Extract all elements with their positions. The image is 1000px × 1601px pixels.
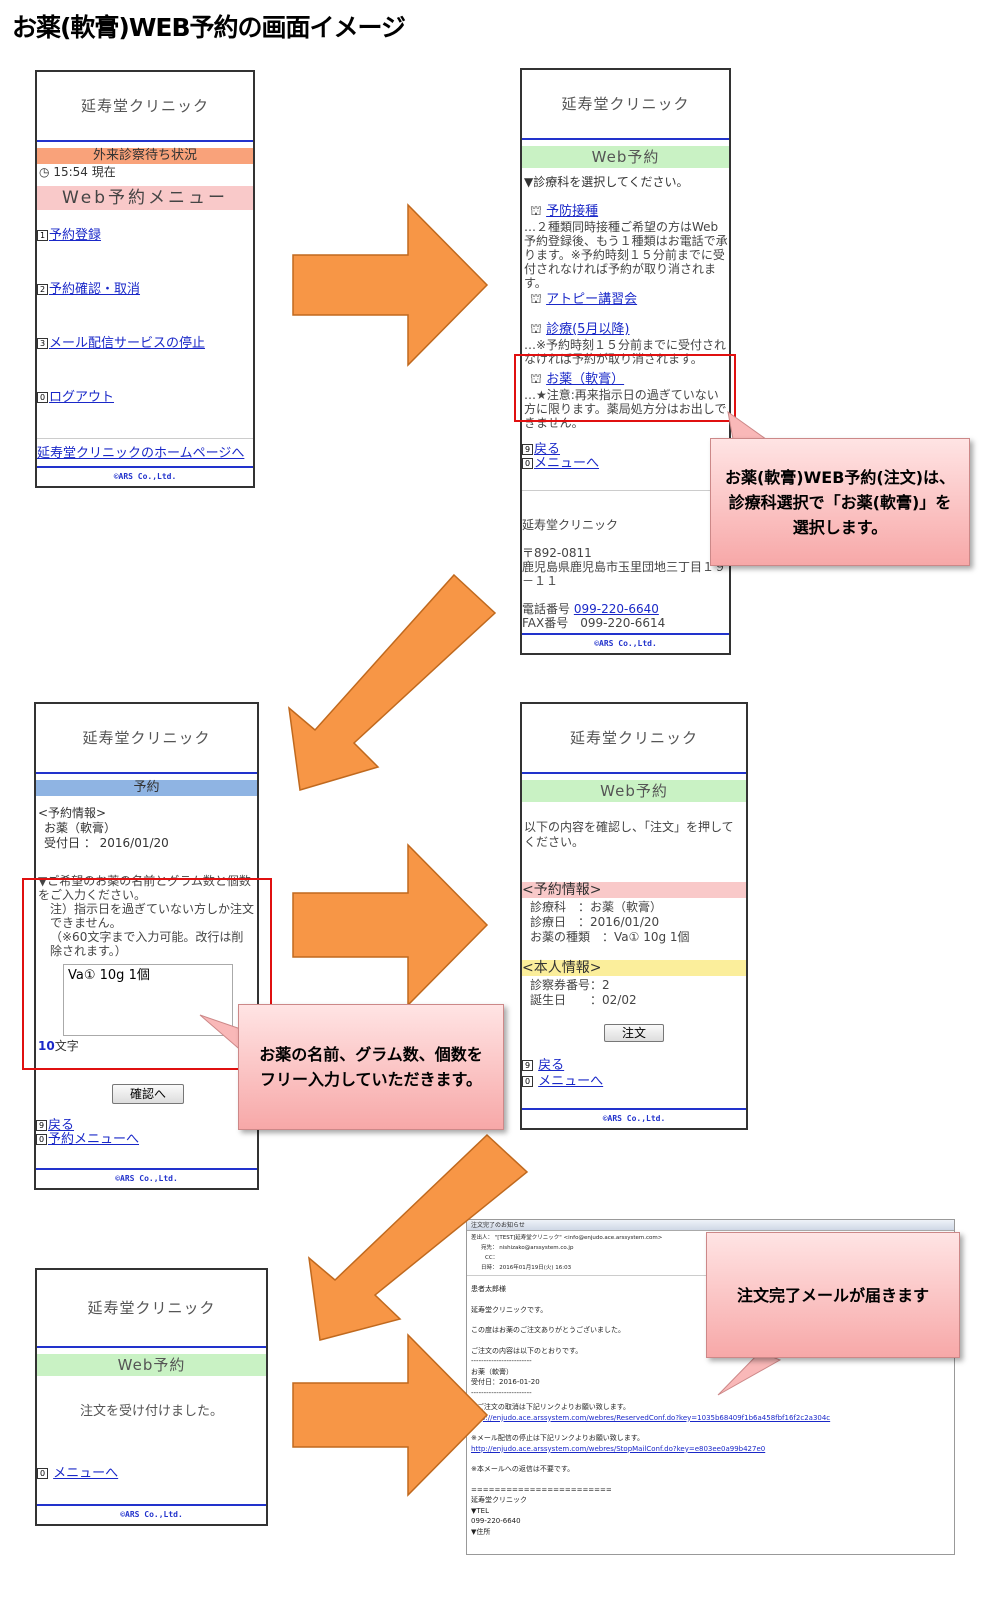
arrow-right-icon <box>292 203 489 367</box>
footer-copyright: ©ARS Co.,Ltd. <box>37 466 253 486</box>
homepage-link[interactable]: 延寿堂クリニックのホームページへ <box>37 446 245 461</box>
complete-message: 注文を受け付けました。 <box>79 1404 223 1419</box>
address: 鹿児島県鹿児島市玉里団地三丁目１９－１１ <box>522 560 727 588</box>
dept-vaccination-note: …２種類同時接種ご希望の方はWeb予約登録後、もう１種類はお電話で承ります。※予… <box>524 220 728 290</box>
clinic-name: 延寿堂クリニック <box>36 704 257 774</box>
tel-row: 電話番号 099-220-6640 <box>522 602 659 616</box>
arrow-right-icon <box>292 1333 489 1497</box>
divider <box>522 490 729 491</box>
confirm-button[interactable]: 確認へ <box>112 1084 184 1104</box>
arrow-right-icon <box>292 843 489 1007</box>
confirm-instruction: 以下の内容を確認し、「注文」を押してください。 <box>524 820 734 849</box>
dept-medicine[interactable]: お薬（軟膏） <box>546 372 625 387</box>
back-link[interactable]: 9 戻る <box>522 1058 564 1074</box>
stop-mail-link[interactable]: http://enjudo.ace.arssystem.com/webres/S… <box>471 1444 766 1453</box>
cancel-link[interactable]: http://enjudo.ace.arssystem.com/webres/R… <box>471 1413 831 1422</box>
callout-free-input: お薬の名前、グラム数、個数をフリー入力していただきます。 <box>238 1004 504 1130</box>
fax-row: FAX番号 099-220-6614 <box>522 616 666 630</box>
dept-prompt: ▼診療科を選択してください。 <box>524 175 689 189</box>
postal-code: 〒892-0811 <box>522 546 592 560</box>
highlight-order-input <box>22 878 272 1070</box>
footer-copyright: ©ARS Co.,Ltd. <box>37 1504 266 1524</box>
menu-title: Web予約メニュー <box>37 186 253 210</box>
highlight-medicine-dept <box>514 354 736 422</box>
web-reserve-header: Web予約 <box>522 780 746 802</box>
dept-vaccination[interactable]: 予防接種 <box>546 204 599 219</box>
arrow-down-left-icon <box>287 573 497 791</box>
clinic-name: 延寿堂クリニック <box>522 70 729 140</box>
clinic-name: 延寿堂クリニック <box>522 704 746 774</box>
building-icon: ⛫ <box>530 292 542 307</box>
screen-menu: 延寿堂クリニック 外来診察待ち状況 ◷ 15:54 現在 Web予約メニュー 1… <box>35 70 255 488</box>
reserve-header: 予約 <box>36 780 257 796</box>
dept-clinic[interactable]: 診療(5月以降) <box>546 322 630 337</box>
wait-status-bar[interactable]: 外来診察待ち状況 <box>37 148 253 164</box>
dept-list: ⛫ 予防接種 …２種類同時接種ご希望の方はWeb予約登録後、もう１種類はお電話で… <box>522 204 729 430</box>
callout-select-dept: お薬(軟膏)WEB予約(注文)は、診療科選択で「お薬(軟膏)」を選択します。 <box>710 438 970 566</box>
callout-email-arrives: 注文完了メールが届きます <box>706 1232 960 1358</box>
order-instruction: ▼ご希望のお薬の名前とグラム数と個数をご入力ください。 注）指示日を過ぎていない… <box>38 874 255 958</box>
screen-order-input: 延寿堂クリニック 予約 <予約情報> お薬（軟膏） 受付日 ： 2016/01/… <box>34 702 259 1190</box>
screen-order-confirm: 延寿堂クリニック Web予約 以下の内容を確認し、「注文」を押してください。 <… <box>520 702 748 1130</box>
time-row: ◷ 15:54 現在 <box>37 164 253 180</box>
web-reserve-header: Web予約 <box>37 1354 266 1376</box>
screen-order-complete: 延寿堂クリニック Web予約 注文を受け付けました。 0 メニューへ ©ARS … <box>35 1268 268 1526</box>
char-counter: 10文字 <box>38 1039 79 1053</box>
tel-link[interactable]: 099-220-6640 <box>573 602 659 616</box>
building-icon: ⛫ <box>530 322 542 337</box>
order-button[interactable]: 注文 <box>604 1024 664 1042</box>
building-icon: ⛫ <box>530 372 542 387</box>
email-title: 注文完了のお知らせ <box>467 1220 954 1231</box>
current-time: 15:54 現在 <box>53 165 116 179</box>
personal-info: 診察券番号：2 誕生日 ：02/02 <box>530 978 637 1007</box>
clinic-name: 延寿堂クリニック <box>37 1270 266 1348</box>
menu-link[interactable]: 0 メニューへ <box>37 1466 118 1482</box>
web-reserve-header: Web予約 <box>522 146 729 168</box>
clinic-name: 延寿堂クリニック <box>37 72 253 142</box>
dept-medicine-note: …★注意:再来指示日の過ぎていない方に限ります。薬局処方分はお出しできません。 <box>524 388 727 430</box>
screen-dept-select: 延寿堂クリニック Web予約 ▼診療科を選択してください。 ⛫ 予防接種 …２種… <box>520 68 731 655</box>
footer-copyright: ©ARS Co.,Ltd. <box>36 1168 257 1188</box>
reservation-info: <予約情報> お薬（軟膏） 受付日 ： 2016/01/20 <box>38 806 169 850</box>
clock-icon: ◷ <box>39 165 50 179</box>
clinic-footer-name: 延寿堂クリニック <box>522 518 619 532</box>
personal-info-head: <本人情報> <box>522 960 746 976</box>
reservation-info-head: <予約情報> <box>522 882 746 898</box>
dept-atopy[interactable]: アトピー講習会 <box>546 292 638 307</box>
menu-link[interactable]: 0 メニューへ <box>522 1074 603 1090</box>
medicine-textarea[interactable]: Va① 10g 1個 <box>63 964 233 1036</box>
divider <box>37 438 253 439</box>
footer-copyright: ©ARS Co.,Ltd. <box>522 1108 746 1128</box>
page-title: お薬(軟膏)WEB予約の画面イメージ <box>12 13 406 42</box>
building-icon: ⛫ <box>530 204 542 219</box>
footer-copyright: ©ARS Co.,Ltd. <box>522 633 729 653</box>
reservation-info: 診療科 ：お薬（軟膏） 診療日 ：2016/01/20 お薬の種類 ：Va① 1… <box>530 900 690 944</box>
